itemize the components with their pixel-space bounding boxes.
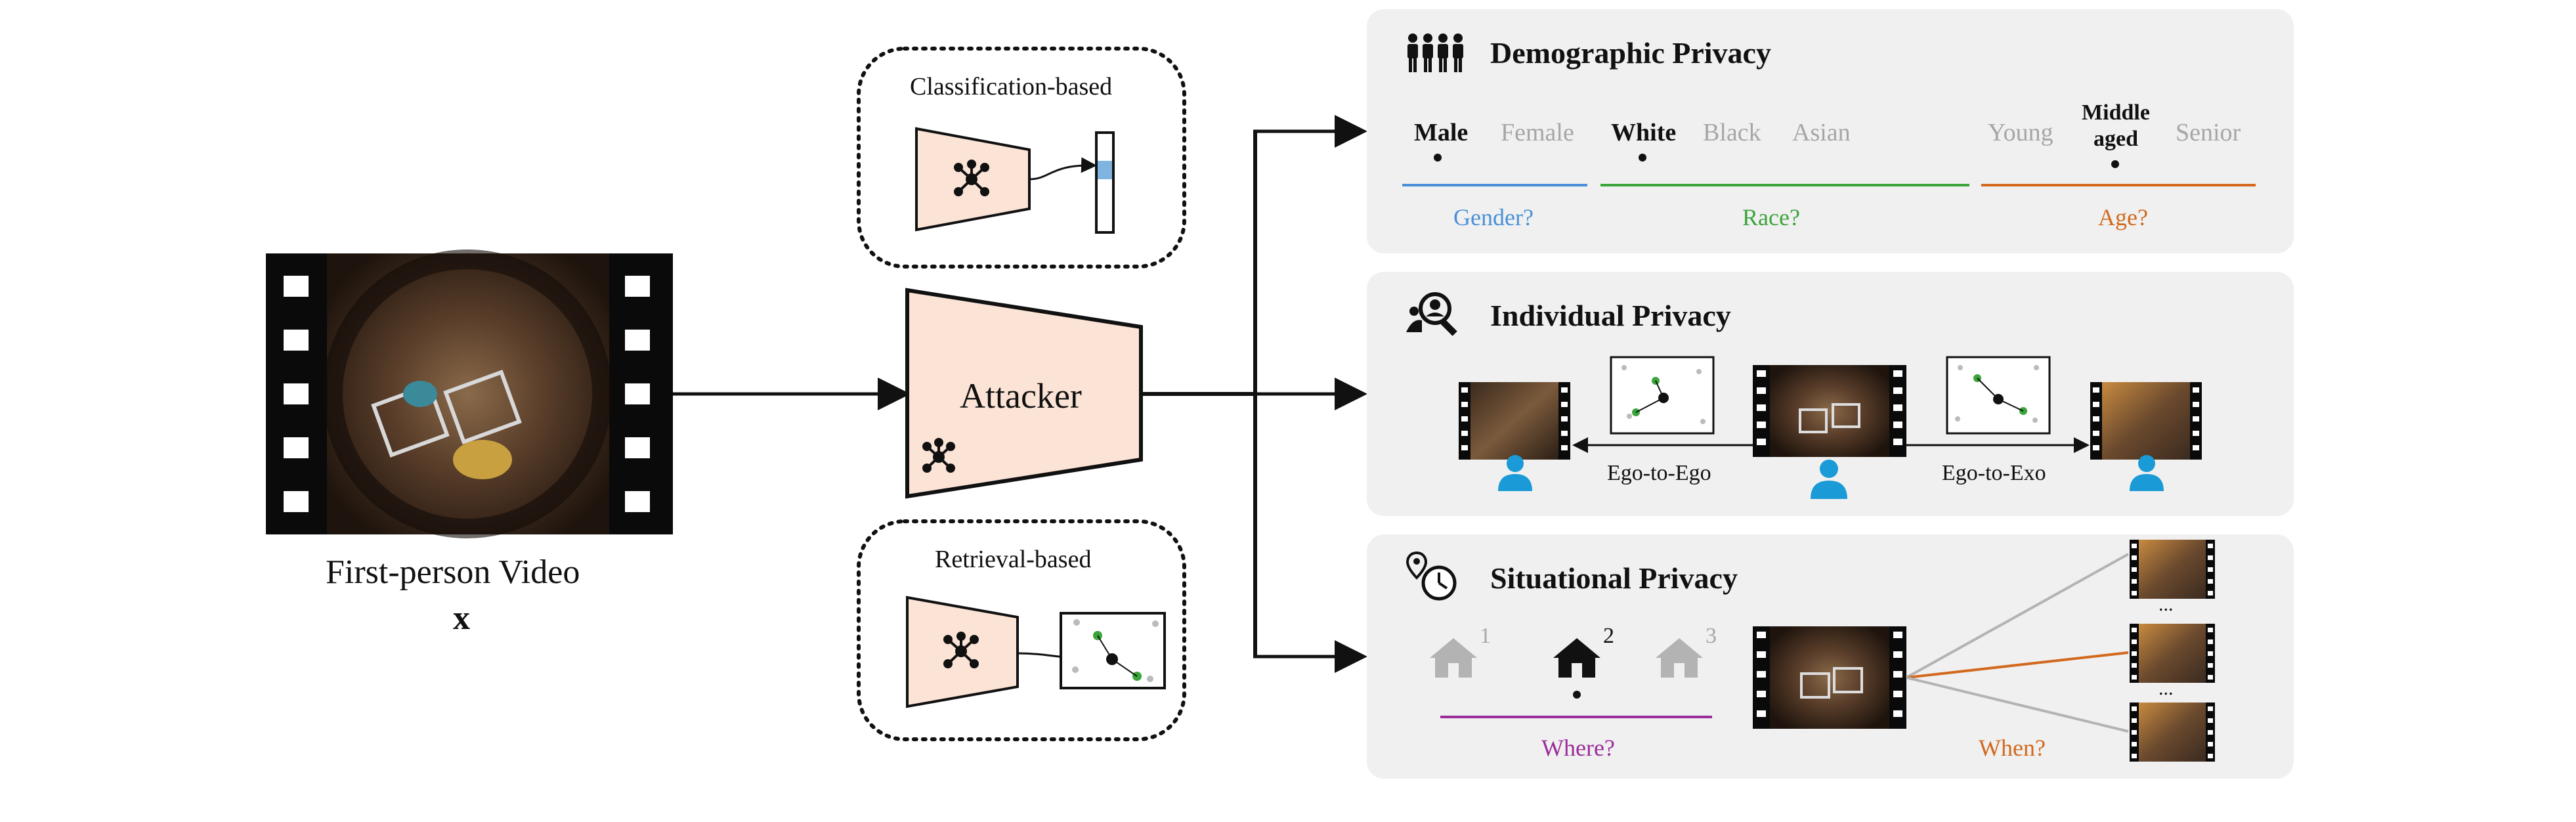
demographic-title: Demographic Privacy xyxy=(1490,36,1771,70)
house-icon-3 xyxy=(1656,638,1703,678)
ego-to-ego-label: Ego-to-Ego xyxy=(1607,461,1711,485)
age-option-young: Young xyxy=(1988,119,2053,146)
input-symbol: x xyxy=(453,599,470,637)
gender-question: Gender? xyxy=(1453,204,1534,230)
attacker-encoder xyxy=(905,288,1143,499)
retrieval-label: Retrieval-based xyxy=(935,546,1092,573)
ego-to-exo-embedding xyxy=(1946,356,2051,435)
attacker-label: Attacker xyxy=(960,376,1082,416)
right-exo-video xyxy=(2090,382,2202,460)
when-question: When? xyxy=(1979,735,2046,761)
location-time-icon xyxy=(1406,551,1457,601)
place-number-3: 3 xyxy=(1706,624,1717,648)
place-number-2: 2 xyxy=(1603,624,1614,648)
situational-diagram xyxy=(1430,540,2215,762)
retrieval-embedding-space xyxy=(1060,612,1166,689)
house-icon-1 xyxy=(1430,638,1477,678)
house-icon-2 xyxy=(1553,638,1600,678)
input-caption: First-person Video xyxy=(326,553,580,591)
situational-center-video xyxy=(1753,626,1906,729)
left-ego-video xyxy=(1459,382,1570,460)
timeline-video-3 xyxy=(2130,703,2215,762)
individual-diagram xyxy=(1459,356,2202,499)
left-person-icon xyxy=(1498,455,1532,491)
place-selected-dot xyxy=(1573,691,1581,699)
gender-rule xyxy=(1402,184,1587,186)
race-option-white: White xyxy=(1611,119,1677,146)
retrieval-network-icon xyxy=(943,632,979,668)
where-rule xyxy=(1440,716,1712,718)
center-ego-video xyxy=(1753,365,1906,457)
age-selected-dot xyxy=(2111,160,2119,168)
classification-box xyxy=(857,47,1186,269)
right-person-icon xyxy=(2130,455,2164,491)
where-question: Where? xyxy=(1541,735,1615,761)
gender-option-male: Male xyxy=(1414,119,1469,146)
retrieval-box xyxy=(857,519,1186,741)
classification-output-vector xyxy=(1095,131,1115,234)
input-video-filmstrip xyxy=(266,249,673,538)
situational-title: Situational Privacy xyxy=(1490,561,1738,595)
age-rule xyxy=(1981,184,2256,186)
timeline-ellipsis-2: ... xyxy=(2158,678,2174,699)
timeline-video-2 xyxy=(2130,624,2215,683)
individual-title: Individual Privacy xyxy=(1490,299,1731,332)
attacker-network-icon xyxy=(922,438,955,473)
demographic-privacy-panel: Demographic Privacy Male Female Gender? … xyxy=(1367,9,2294,253)
age-option-senior: Senior xyxy=(2176,119,2241,146)
when-match-line xyxy=(1906,651,2129,679)
ego-to-ego-embedding xyxy=(1610,356,1715,435)
age-question: Age? xyxy=(2098,204,2148,230)
place-number-1: 1 xyxy=(1480,624,1491,648)
race-selected-dot xyxy=(1639,154,1646,162)
timeline-video-1 xyxy=(2130,540,2215,599)
race-rule xyxy=(1600,184,1969,186)
group-people-icon xyxy=(1407,33,1463,72)
race-option-black: Black xyxy=(1703,119,1761,146)
race-question: Race? xyxy=(1742,204,1800,230)
center-person-icon xyxy=(1811,460,1847,499)
ego-to-exo-label: Ego-to-Exo xyxy=(1942,461,2046,485)
classification-label: Classification-based xyxy=(910,73,1113,100)
individual-privacy-panel: Individual Privacy xyxy=(1367,272,2294,516)
situational-privacy-panel: Situational Privacy xyxy=(1367,534,2294,779)
timeline-ellipsis-1: ... xyxy=(2158,594,2174,615)
person-search-icon xyxy=(1406,292,1457,336)
classification-network-icon xyxy=(954,160,989,196)
gender-selected-dot xyxy=(1434,154,1442,162)
race-option-asian: Asian xyxy=(1792,119,1851,146)
gender-option-female: Female xyxy=(1501,119,1574,146)
retrieval-embedding-points xyxy=(1072,619,1159,682)
age-option-middle-aged: Middle aged xyxy=(2082,100,2150,151)
